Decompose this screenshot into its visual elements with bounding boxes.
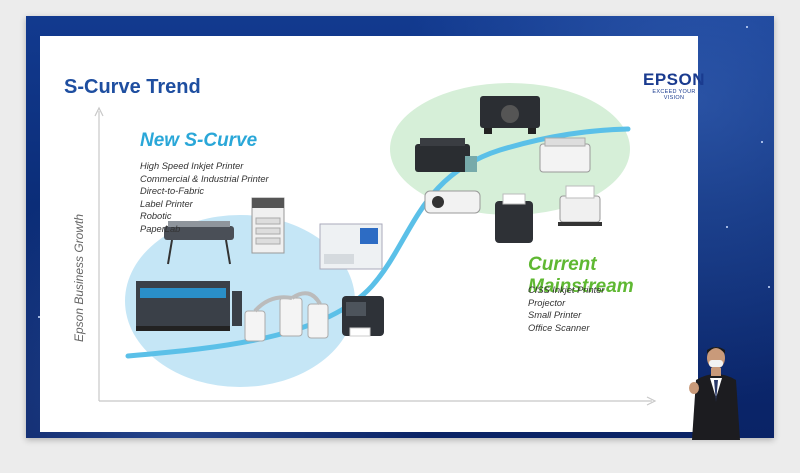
list-item: Projector [528,297,566,308]
list-item: High Speed Inkjet Printer [140,161,244,171]
star-dot [38,316,40,318]
list-item: Office Scanner [528,322,590,333]
presenter-figure [689,347,740,440]
list-item: PaperLab [140,223,181,234]
logo-tagline: EXCEED YOUR VISION [652,89,696,101]
list-item: Commercial & Industrial Printer [140,173,269,184]
star-dot [746,26,748,28]
current-mainstream-title: Current Mainstream [528,254,634,297]
high-end-projector-icon [480,96,540,134]
ecotank-printer-icon [415,138,477,172]
list-item: Direct-to-Fabric [140,186,205,196]
star-dot [726,226,728,228]
video-frame: S-Curve Trend EPSON EXCEED YOUR VISION E… [26,16,774,438]
list-item: CISS Inkjet Printer [528,285,605,295]
receipt-printer-icon [495,193,533,243]
y-axis-arrow [94,106,104,117]
y-axis-label: Epson Business Growth [72,213,86,343]
office-multifunction-printer-icon [251,197,285,254]
document-scanner-icon [558,185,602,226]
presentation-slide: S-Curve Trend EPSON EXCEED YOUR VISION E… [40,36,705,432]
epson-logo: EPSON EXCEED YOUR VISION [643,70,705,101]
label-printer-icon [342,296,384,337]
star-dot [761,141,763,143]
projector-icon [424,190,481,214]
logo-brand: EPSON [643,70,706,89]
scara-robot-icon [244,291,329,342]
list-item: Small Printer [528,310,582,320]
star-dot [768,286,770,288]
x-axis-arrow [646,396,657,406]
large-format-printer-icon [164,221,234,265]
list-item: Label Printer [140,198,193,209]
new-s-curve-title: New S-Curve [140,130,258,151]
slide-title: S-Curve Trend [64,76,201,98]
new-s-curve-list: High Speed Inkjet Printer Commercial & I… [140,160,269,235]
dot-matrix-printer-icon [539,137,591,173]
list-item: Robotic [140,211,172,221]
axes [94,106,657,406]
paperlab-machine-icon [319,223,383,270]
s-curve-diagram [94,83,657,406]
current-mainstream-list: CISS Inkjet Printer Projector Small Prin… [528,284,604,334]
industrial-textile-printer-icon [136,281,242,331]
